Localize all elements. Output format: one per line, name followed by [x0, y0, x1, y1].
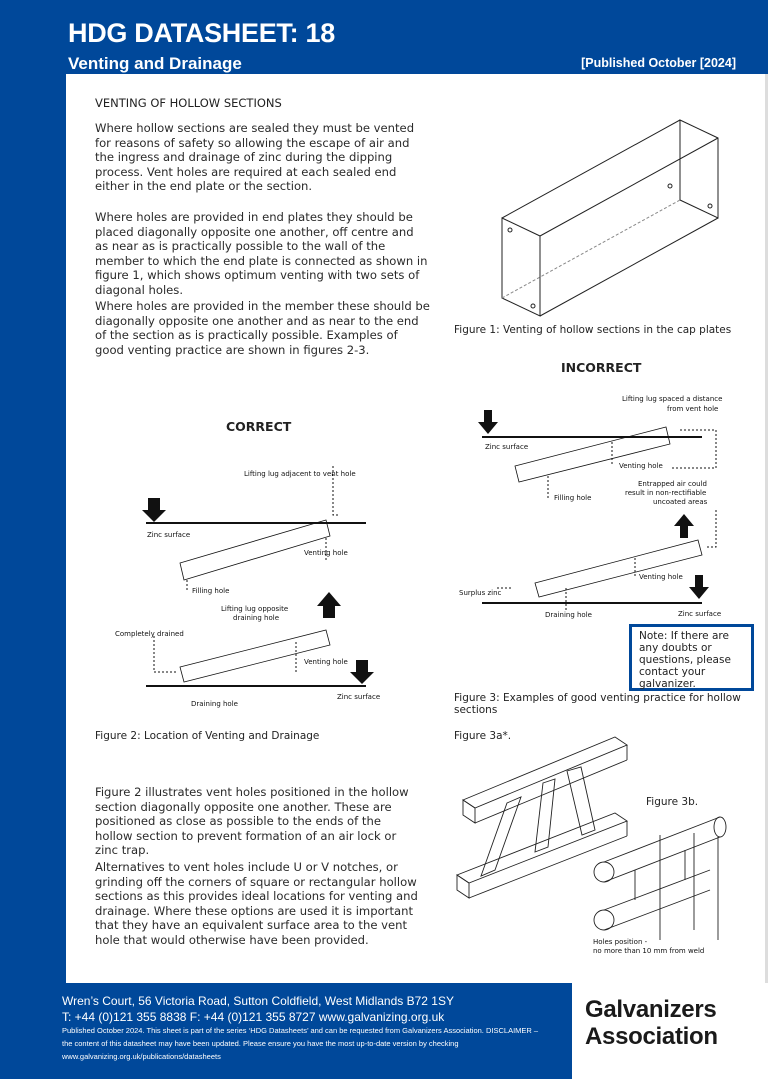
label: Lifting lug adjacent to vent hole — [244, 470, 356, 478]
figure-3b-drawing — [593, 816, 727, 940]
label: no more than 10 mm from weld — [593, 947, 705, 955]
label: Draining hole — [545, 611, 592, 619]
label: Venting hole — [304, 658, 348, 666]
scrollbar[interactable] — [765, 74, 768, 983]
label: Zinc surface — [147, 531, 191, 539]
label: Zinc surface — [337, 693, 381, 701]
logo-line: Association — [585, 1023, 718, 1050]
label: Surplus zinc — [459, 589, 502, 597]
label: Filling hole — [554, 494, 592, 502]
label: Entrapped air could — [638, 480, 707, 488]
footer-address: Wren’s Court, 56 Victoria Road, Sutton C… — [62, 994, 454, 1008]
footer-disclaimer: Published October 2024. This sheet is pa… — [62, 1026, 539, 1035]
galvanizers-association-logo: Galvanizers Association — [585, 996, 718, 1050]
label: Venting hole — [619, 462, 663, 470]
footer-logo-area — [572, 983, 768, 1079]
page-subtitle: Venting and Drainage — [68, 54, 242, 73]
figure-3-caption: Figure 3: Examples of good venting pract… — [454, 692, 741, 716]
label: Venting hole — [304, 549, 348, 557]
figure-2-diagram — [142, 466, 374, 687]
footer-link[interactable]: www.galvanizing.org.uk/publications/data… — [62, 1052, 221, 1061]
label: Filling hole — [192, 587, 230, 595]
figure-3-diagram — [478, 410, 717, 610]
label: Draining hole — [191, 700, 238, 708]
section-heading: VENTING OF HOLLOW SECTIONS — [95, 96, 282, 110]
content-area — [66, 74, 765, 983]
label: Zinc surface — [485, 443, 529, 451]
label: Lifting lug spaced a distance — [622, 395, 723, 403]
label: uncoated areas — [653, 498, 708, 506]
paragraph: Where holes are provided in end plates t… — [95, 210, 428, 297]
label: draining hole — [233, 614, 280, 622]
label: Holes position - — [593, 938, 648, 946]
footer-contact: T: +44 (0)121 355 8838 F: +44 (0)121 355… — [62, 1010, 445, 1024]
paragraph: Where hollow sections are sealed they mu… — [95, 121, 415, 194]
published-date: [Published October [2024] — [581, 56, 736, 70]
figure-3b-caption: Figure 3b. — [646, 796, 699, 808]
label: from vent hole — [667, 405, 719, 413]
label: result in non-rectifiable — [625, 489, 707, 497]
figure-2-heading: CORRECT — [226, 419, 292, 434]
page-title: HDG DATASHEET: 18 — [68, 18, 335, 48]
figure-1-caption: Figure 1: Venting of hollow sections in … — [454, 324, 732, 336]
label: Venting hole — [639, 573, 683, 581]
paragraph: Where holes are provided in the member t… — [95, 299, 430, 357]
note-box: Note: If there are any doubts or questio… — [629, 624, 754, 691]
logo-line: Galvanizers — [585, 996, 717, 1023]
figure-2-caption: Figure 2: Location of Venting and Draina… — [95, 730, 320, 742]
figure-3a-caption: Figure 3a*. — [454, 730, 512, 742]
label: Completely drained — [115, 630, 184, 638]
figure-3-heading: INCORRECT — [561, 360, 642, 375]
paragraph: Alternatives to vent holes include U or … — [95, 860, 418, 947]
footer-disclaimer: the content of this datasheet may have b… — [62, 1039, 459, 1048]
paragraph: Figure 2 illustrates vent holes position… — [95, 785, 409, 858]
figure-3a-drawing — [456, 736, 628, 899]
figure-1-hollow-section — [501, 119, 719, 317]
label: Zinc surface — [678, 610, 722, 618]
label: Lifting lug opposite — [221, 605, 289, 613]
